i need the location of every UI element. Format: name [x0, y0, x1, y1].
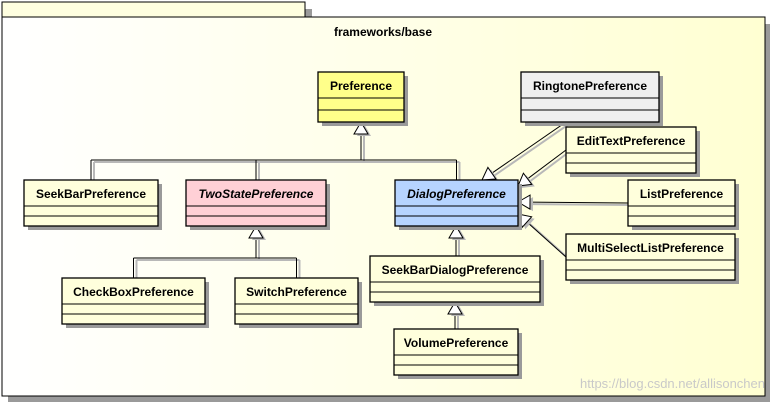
class-edittext[interactable]: EditTextPreference — [565, 126, 700, 177]
class-name: ListPreference — [640, 187, 724, 201]
generalization-arrow-list-to-dialog — [517, 194, 534, 212]
generalization-dialog-to-preference — [456, 160, 461, 182]
class-body — [393, 328, 519, 376]
watermark-text: https://blog.csdn.net/allisonchen — [580, 376, 765, 391]
class-volume[interactable]: VolumePreference — [393, 328, 522, 379]
class-body — [565, 233, 736, 281]
class-body — [61, 277, 206, 325]
generalization-arrow-volume-to-seekbardialog — [447, 301, 465, 316]
class-body — [317, 71, 405, 123]
generalization-multiselect-to-dialog — [526, 221, 570, 260]
class-dialog[interactable]: DialogPreference — [394, 179, 522, 230]
class-body — [185, 179, 327, 227]
generalization-ringtone-to-dialog — [491, 121, 570, 177]
class-name: RingtonePreference — [533, 79, 647, 93]
class-seekbar[interactable]: SeekBarPreference — [23, 179, 162, 230]
generalization-list-to-dialog — [529, 201, 632, 206]
class-body — [565, 126, 697, 174]
class-name: VolumePreference — [404, 336, 509, 350]
class-seekbardialog[interactable]: SeekBarDialogPreference — [369, 255, 544, 306]
class-body — [234, 277, 359, 325]
class-ringtone[interactable]: RingtonePreference — [520, 71, 663, 126]
class-name: EditTextPreference — [577, 134, 686, 148]
class-twostate[interactable]: TwoStatePreference — [185, 179, 330, 230]
class-preference[interactable]: Preference — [317, 71, 408, 126]
class-switch[interactable]: SwitchPreference — [234, 277, 362, 328]
class-name: DialogPreference — [407, 187, 506, 201]
class-body — [23, 179, 159, 227]
generalization-arrow-preference — [353, 121, 371, 136]
generalization-seekbar-to-preference — [90, 160, 95, 182]
class-multiselect[interactable]: MultiSelectListPreference — [565, 233, 739, 284]
class-boxes: Preference RingtonePreferenceEditTextPref… — [23, 71, 739, 379]
generalization-seekbardialog-to-dialog — [455, 238, 460, 258]
class-checkbox[interactable]: CheckBoxPreference — [61, 277, 209, 328]
class-body — [369, 255, 541, 303]
generalization-twostate-to-preference — [255, 160, 260, 182]
generalization-bus-twostate — [133, 257, 300, 261]
generalization-bus-preference — [91, 159, 460, 163]
generalization-arrow-twostate — [248, 225, 266, 240]
class-body — [627, 179, 736, 227]
class-body — [394, 179, 519, 227]
generalization-trunk-preference — [360, 134, 365, 162]
class-name: Preference — [330, 79, 392, 93]
generalization-arrow-seekbardialog-to-dialog — [448, 225, 466, 240]
generalization-switch-to-twostate — [296, 258, 301, 280]
class-list[interactable]: ListPreference — [627, 179, 739, 230]
class-body — [520, 71, 660, 123]
generalization-checkbox-to-twostate — [133, 258, 138, 280]
generalization-arrow-edittext-to-dialog — [517, 172, 535, 188]
generalization-edittext-to-dialog — [527, 149, 570, 182]
generalization-edges — [90, 121, 632, 331]
package-title: frameworks/base — [334, 25, 432, 39]
class-name: MultiSelectListPreference — [577, 241, 724, 255]
class-name: SeekBarPreference — [36, 187, 146, 201]
generalization-trunk-twostate — [255, 238, 260, 260]
class-name: SwitchPreference — [246, 285, 347, 299]
class-name: TwoStatePreference — [199, 187, 314, 201]
package-tab — [1, 1, 306, 18]
class-name: CheckBoxPreference — [73, 285, 194, 299]
class-name: SeekBarDialogPreference — [382, 263, 529, 277]
